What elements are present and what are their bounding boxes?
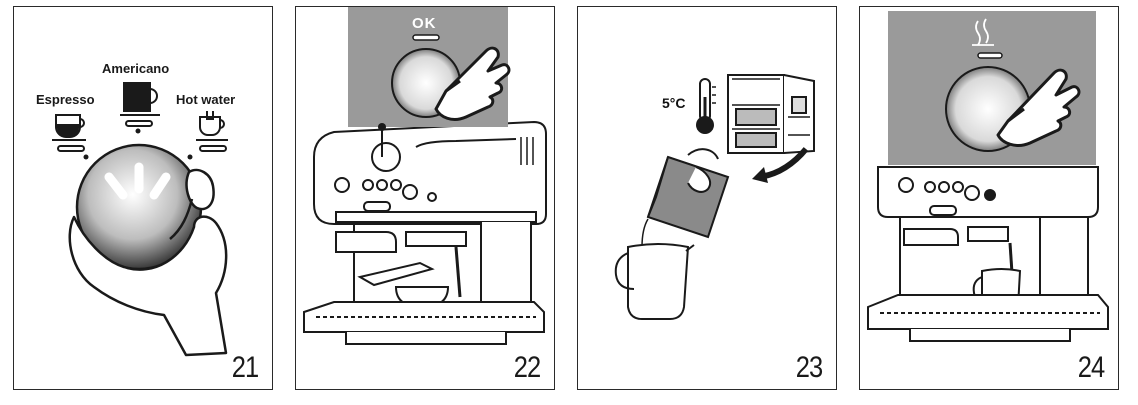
milk-carton [646,148,730,239]
hand-icon [68,168,228,357]
step-24-illustration [867,11,1109,342]
step-number: 22 [513,351,541,384]
espresso-machine [303,120,547,345]
ok-label: OK [412,15,437,32]
thermometer-icon [696,78,716,134]
pointing-hand-icon [434,46,511,121]
refrigerator [727,74,815,154]
pointing-hand-icon [996,68,1081,147]
step-21-illustration [52,82,228,357]
step-number: 21 [231,351,259,384]
americano-label: Americano [102,61,170,76]
step-number: 24 [1077,351,1105,384]
step-number: 23 [795,351,823,384]
step-24-panel: 24 [859,6,1119,390]
espresso-cup-icon [52,114,86,152]
espresso-machine [867,166,1109,342]
milk-jug [614,243,695,320]
espresso-label: Espresso [36,92,95,107]
temperature-label: 5°C [662,95,686,111]
step-23-illustration [614,74,815,320]
step-21-panel: Espresso Americano Hot water 21 [13,6,273,390]
americano-cup-icon [120,82,160,127]
hot-water-cup-icon [196,111,228,152]
step-22-panel: OK 22 [295,6,555,390]
hot-water-label: Hot water [176,92,236,107]
step-22-illustration [303,7,547,345]
steam-icon [972,18,994,46]
step-23-panel: 5°C 23 [577,6,837,390]
